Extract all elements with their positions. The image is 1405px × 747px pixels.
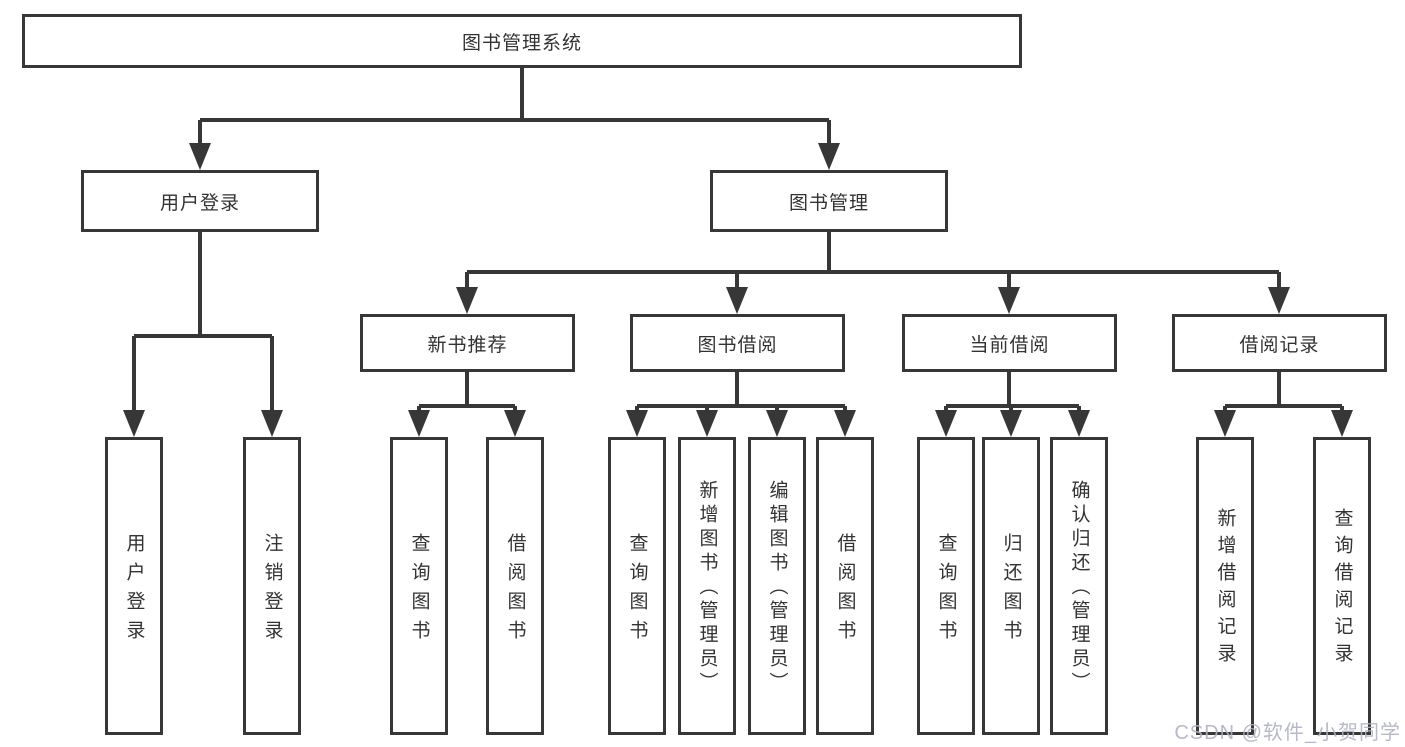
arrowhead-icon-user-login-children-1 [261,410,283,437]
arrowhead-icon-book-borrow-children-2 [766,410,788,437]
leaf-cb-query: 查询图书 [917,437,975,735]
node-book-borrow: 图书借阅 [630,314,845,372]
node-book-mgmt-label: 图书管理 [788,192,869,214]
leaf-br-add: 新增借阅记录 [1196,437,1254,735]
node-user-login-label: 用户登录 [159,192,240,214]
arrowhead-icon-book-mgmt-children-0 [456,287,478,314]
leaf-rec-query-label: 查询图书 [408,533,430,649]
node-current-borrow: 当前借阅 [902,314,1117,372]
arrowhead-icon-book-mgmt-children-2 [998,287,1020,314]
arrowhead-icon-user-login-children-0 [123,410,145,437]
leaf-bb-borrow-label: 借阅图书 [834,533,856,649]
leaf-br-query-label: 查询借阅记录 [1331,508,1353,670]
node-borrow-records-label: 借阅记录 [1239,334,1320,356]
arrowhead-icon-book-mgmt-children-1 [726,287,748,314]
leaf-bb-query-label: 查询图书 [626,533,648,649]
arrowhead-icon-book-borrow-children-3 [834,410,856,437]
arrowhead-icon-new-book-rec-children-0 [408,410,430,437]
arrowhead-icon-current-borrow-children-1 [1000,410,1022,437]
leaf-cb-confirm: 确认归还（管理员） [1050,437,1108,735]
leaf-bb-add-label: 新增图书（管理员） [696,480,718,696]
leaf-bb-query: 查询图书 [608,437,666,735]
arrowhead-icon-borrow-records-children-0 [1214,410,1236,437]
node-borrow-records: 借阅记录 [1172,314,1387,372]
node-root: 图书管理系统 [22,14,1022,68]
arrowhead-icon-current-borrow-children-0 [935,410,957,437]
leaf-rec-borrow-label: 借阅图书 [504,533,526,649]
leaf-br-query: 查询借阅记录 [1313,437,1371,735]
arrowhead-icon-book-borrow-children-1 [696,410,718,437]
leaf-login-logout-label: 注销登录 [261,533,283,649]
node-book-mgmt: 图书管理 [710,170,948,232]
leaf-rec-query: 查询图书 [390,437,448,735]
csdn-watermark: CSDN @软件_小贺同学 [1174,722,1401,744]
leaf-login-logout: 注销登录 [243,437,301,735]
node-new-book-rec-label: 新书推荐 [427,334,508,356]
leaf-rec-borrow: 借阅图书 [486,437,544,735]
arrowhead-icon-borrow-records-children-1 [1331,410,1353,437]
leaf-cb-confirm-label: 确认归还（管理员） [1068,480,1090,696]
leaf-bb-add: 新增图书（管理员） [678,437,736,735]
leaf-login-user: 用户登录 [105,437,163,735]
arrowhead-icon-root-children-0 [189,143,211,170]
leaf-cb-return-label: 归还图书 [1000,533,1022,649]
arrowhead-icon-book-borrow-children-0 [626,410,648,437]
arrowhead-icon-book-mgmt-children-3 [1268,287,1290,314]
arrowhead-icon-current-borrow-children-2 [1068,410,1090,437]
leaf-login-user-label: 用户登录 [123,533,145,649]
leaf-br-add-label: 新增借阅记录 [1214,508,1236,670]
node-new-book-rec: 新书推荐 [360,314,575,372]
leaf-cb-return: 归还图书 [982,437,1040,735]
arrowhead-icon-new-book-rec-children-1 [504,410,526,437]
node-book-borrow-label: 图书借阅 [697,334,778,356]
leaf-bb-borrow: 借阅图书 [816,437,874,735]
node-root-label: 图书管理系统 [461,32,582,54]
leaf-cb-query-label: 查询图书 [935,533,957,649]
node-current-borrow-label: 当前借阅 [969,334,1050,356]
leaf-bb-edit: 编辑图书（管理员） [748,437,806,735]
arrowhead-icon-root-children-1 [818,143,840,170]
leaf-bb-edit-label: 编辑图书（管理员） [766,480,788,696]
node-user-login: 用户登录 [81,170,319,232]
